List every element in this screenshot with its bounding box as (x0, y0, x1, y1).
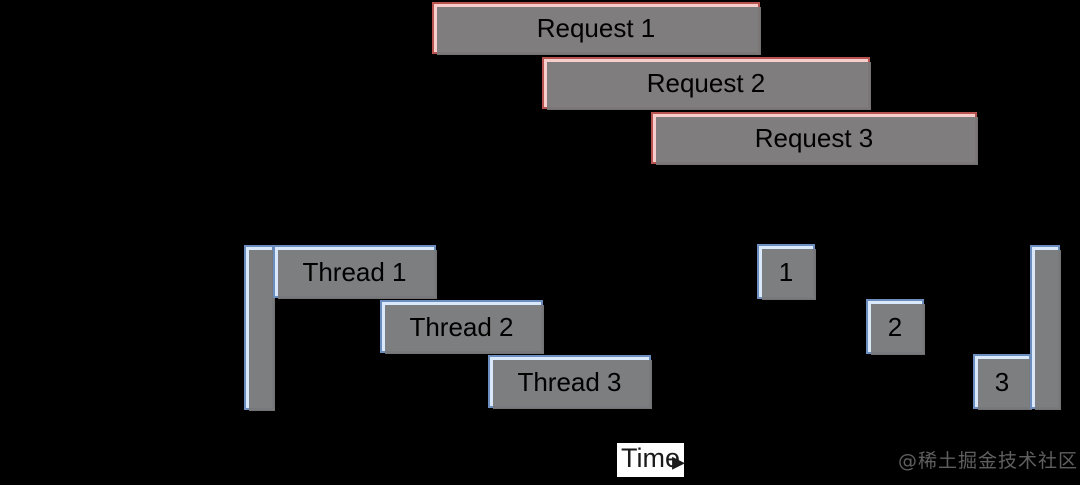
request-box-2-label: Request 2 (646, 68, 766, 98)
number-box-3: 3 (973, 354, 1032, 410)
request-box-1: Request 1 (432, 2, 761, 55)
thread-box-2-label: Thread 2 (409, 311, 514, 342)
thread-box-3-label: Thread 3 (517, 366, 622, 397)
time-arrow-icon: ▸ (672, 446, 686, 476)
thread-axis-bar (244, 245, 275, 411)
number-box-1: 1 (757, 244, 816, 300)
request-box-3-label: Request 3 (754, 123, 874, 153)
number-box-3-label: 3 (994, 366, 1010, 397)
number-axis-bar (1030, 245, 1061, 410)
time-axis-label: Time (617, 443, 684, 477)
thread-box-1-label: Thread 1 (302, 256, 407, 287)
watermark-text: @稀土掘金技术社区 (898, 450, 1079, 472)
number-box-2: 2 (866, 299, 925, 355)
request-box-2: Request 2 (542, 57, 871, 110)
thread-box-3: Thread 3 (488, 355, 652, 409)
thread-box-2: Thread 2 (380, 300, 544, 354)
request-box-1-label: Request 1 (536, 13, 656, 43)
thread-box-1: Thread 1 (273, 245, 437, 299)
number-box-2-label: 2 (887, 311, 903, 342)
request-box-3: Request 3 (651, 112, 978, 165)
number-box-1-label: 1 (778, 256, 794, 287)
